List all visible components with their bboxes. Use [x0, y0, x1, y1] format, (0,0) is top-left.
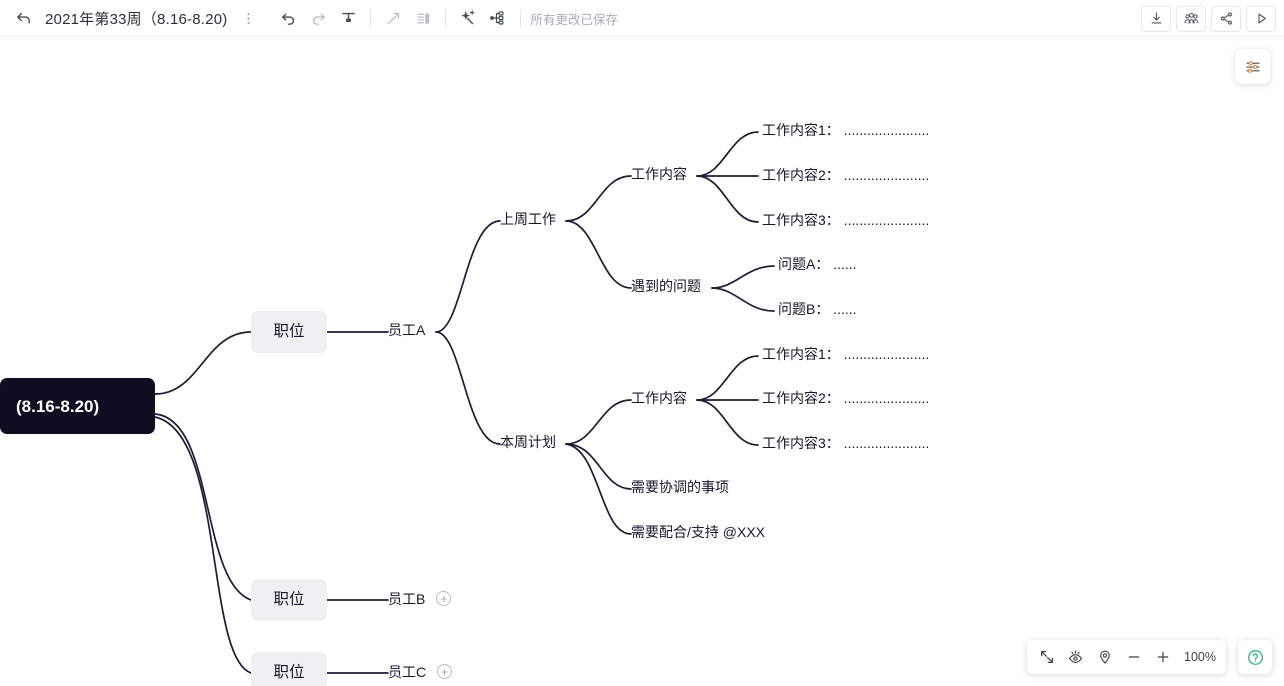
fit-screen-icon[interactable]: [1033, 644, 1060, 671]
mindmap-node-thisweek[interactable]: 本周计划: [500, 435, 562, 449]
node-label: 员工A: [388, 322, 426, 338]
document-title[interactable]: 2021年第33周（8.16-8.20): [45, 10, 228, 28]
mindmap-node-lw-pb[interactable]: 问题B： ......: [778, 302, 857, 316]
share-icon[interactable]: [1211, 5, 1241, 32]
mindmap-edge: [696, 399, 759, 446]
node-label: 问题A： ......: [778, 256, 857, 272]
node-label: 员工B: [388, 590, 426, 607]
node-label: 工作内容1： ......................: [762, 122, 930, 138]
node-label: 职位: [273, 664, 305, 682]
node-label: 工作内容: [631, 390, 687, 406]
mindmap-edge: [565, 443, 632, 490]
mindmap-edge: [696, 175, 759, 223]
undo-icon[interactable]: [273, 3, 303, 33]
mindmap-node-tw-supp[interactable]: 需要配合/支持 @XXX: [631, 525, 769, 539]
expand-node-button[interactable]: +: [437, 664, 453, 679]
mindmap-node-tw-w2[interactable]: 工作内容2： ......................: [762, 391, 934, 405]
mindmap-node-lw-pa[interactable]: 问题A： ......: [778, 257, 857, 271]
mindmap-root-node[interactable]: (8.16-8.20): [0, 378, 155, 434]
mindmap-edge: [565, 220, 632, 289]
mindmap-node-tw-w3[interactable]: 工作内容3： ......................: [762, 436, 934, 450]
zoom-toolbar: 100%: [1027, 640, 1226, 674]
node-structure-icon[interactable]: [483, 3, 513, 33]
mindmap-edge: [435, 220, 501, 333]
mindmap-node-tw-w1[interactable]: 工作内容1： ......................: [762, 347, 934, 361]
mindmap-edge: [696, 355, 759, 401]
mindmap-edge: [696, 131, 759, 177]
save-status: 所有更改已保存: [530, 12, 618, 27]
node-label: 工作内容2： ......................: [762, 167, 930, 183]
mindmap-edge: [565, 175, 632, 222]
node-label: 职位: [273, 591, 305, 609]
node-label: 职位: [273, 323, 305, 341]
node-label: 工作内容: [631, 166, 687, 182]
mindmap-node-tw-work[interactable]: 工作内容: [631, 391, 693, 405]
present-play-icon[interactable]: [1246, 5, 1276, 32]
node-label: 员工C: [388, 663, 427, 680]
magic-wand-plus-icon[interactable]: [453, 3, 483, 33]
node-label: (8.16-8.20): [16, 396, 100, 416]
toolbar-right-actions: [1141, 0, 1276, 37]
node-label: 工作内容1： ......................: [762, 346, 930, 362]
mindmap-node-lw-work[interactable]: 工作内容: [631, 167, 693, 181]
zoom-in-button[interactable]: [1149, 644, 1176, 671]
edge-layer: [154, 131, 775, 674]
zoom-out-button[interactable]: [1120, 644, 1147, 671]
mindmap-node-pos-b[interactable]: 职位: [251, 579, 327, 621]
node-label: 工作内容2： ......................: [762, 390, 930, 406]
mindmap-node-lw-prob[interactable]: 遇到的问题: [631, 279, 708, 293]
mindmap-node-pos-c[interactable]: 职位: [251, 652, 327, 686]
mindmap-edge: [154, 413, 252, 601]
node-label: 问题B： ......: [778, 301, 857, 317]
mindmap-node-pos-a[interactable]: 职位: [251, 311, 327, 353]
mindmap-edge: [154, 416, 252, 674]
toolbar-divider-3: [520, 9, 522, 27]
toolbar-divider: [370, 9, 372, 27]
toolbar-divider-2: [445, 9, 447, 27]
node-label: 工作内容3： ......................: [762, 435, 930, 451]
location-pin-icon[interactable]: [1091, 644, 1118, 671]
help-question-icon[interactable]: [1238, 640, 1272, 674]
node-label: 遇到的问题: [631, 278, 701, 294]
style-panel-button[interactable]: [1235, 49, 1270, 84]
toolbar: 2021年第33周（8.16-8.20): [0, 0, 1284, 37]
mindmap-edge: [565, 399, 632, 445]
mindmap-node-lw-w2[interactable]: 工作内容2： ......................: [762, 168, 934, 182]
eye-focus-icon[interactable]: [1062, 644, 1089, 671]
mindmap-node-lw-w3[interactable]: 工作内容3： ......................: [762, 213, 934, 227]
mindmap-node-lw-w1[interactable]: 工作内容1： ......................: [762, 123, 934, 137]
redo-icon[interactable]: [303, 3, 333, 33]
node-label: 工作内容3： ......................: [762, 212, 930, 228]
note-panel-icon[interactable]: [408, 3, 438, 33]
mindmap-node-tw-coord[interactable]: 需要协调的事项: [631, 480, 731, 494]
mindmap-node-emp-c[interactable]: 员工C +: [388, 663, 453, 680]
mindmap-node-emp-a[interactable]: 员工A: [388, 323, 432, 337]
more-vertical-icon[interactable]: [233, 3, 263, 33]
mindmap-node-emp-b[interactable]: 员工B +: [388, 590, 452, 607]
collaborators-icon[interactable]: [1176, 5, 1206, 32]
mindmap-edge: [711, 265, 775, 289]
mindmap-edge: [435, 331, 501, 445]
node-label: 本周计划: [500, 434, 556, 450]
mindmap-edge: [565, 443, 632, 535]
node-label: 需要配合/支持 @XXX: [631, 524, 766, 540]
back-arrow-icon[interactable]: [8, 3, 38, 33]
expand-node-button[interactable]: +: [436, 591, 452, 606]
node-label: 需要协调的事项: [631, 479, 729, 495]
mindmap-node-lastweek[interactable]: 上周工作: [500, 212, 562, 226]
zoom-level-value[interactable]: 100%: [1184, 650, 1216, 664]
mindmap-edge: [154, 331, 252, 395]
relation-arrow-icon[interactable]: [378, 3, 408, 33]
download-icon[interactable]: [1141, 5, 1171, 32]
format-painter-icon[interactable]: [333, 3, 363, 33]
node-label: 上周工作: [500, 211, 556, 227]
mindmap-edge: [711, 287, 775, 312]
